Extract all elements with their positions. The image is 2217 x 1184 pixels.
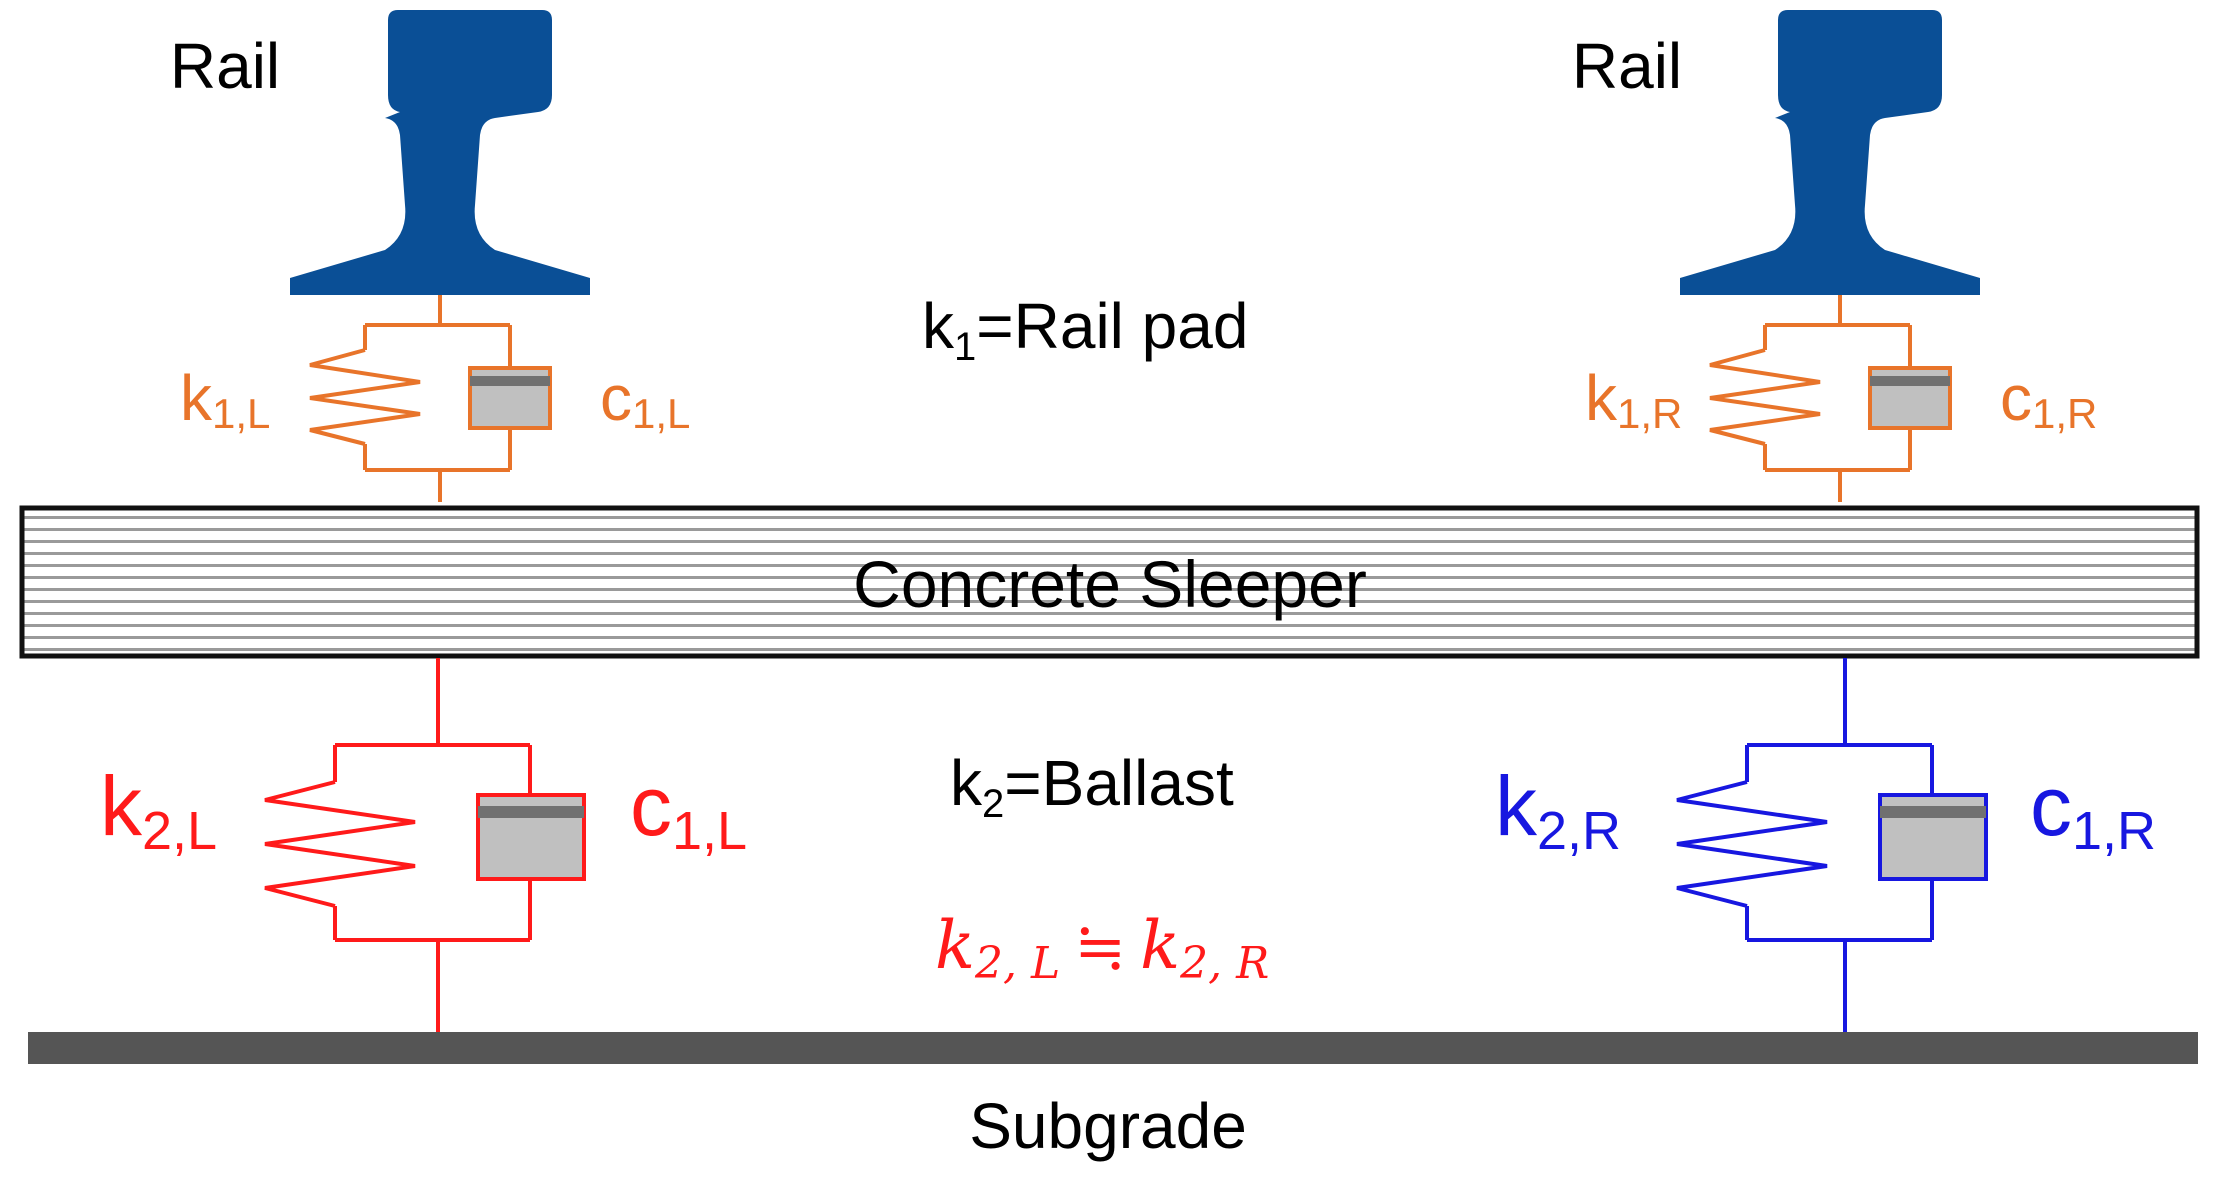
c2-left-label: c1,L [630, 759, 747, 861]
c1-right-label: c1,R [2000, 362, 2097, 437]
damper-c1-left-icon [468, 366, 552, 430]
rail-pad-left [309, 295, 552, 502]
sleeper-label: Concrete Sleeper [853, 547, 1367, 621]
damper-c1-right-icon [1868, 366, 1952, 430]
ballast-right [1676, 658, 1988, 1032]
k2-left-label: k2,L [100, 759, 217, 861]
spring-k1-right-icon [1709, 348, 1821, 446]
rail-right-label: Rail [1572, 30, 1682, 102]
k2-right-label: k2,R [1495, 759, 1621, 861]
damper-c2-right-icon [1878, 793, 1988, 881]
subgrade-bar [28, 1032, 2198, 1064]
rail-pad-right [1709, 295, 1952, 502]
stiffness-equation: k2, L≒k2, R [935, 907, 1269, 989]
spring-k1-left-icon [309, 348, 421, 446]
spring-k2-right-icon [1676, 780, 1828, 908]
rail-pad-legend: k1=Rail pad [922, 290, 1248, 369]
subgrade-label: Subgrade [969, 1090, 1247, 1162]
rail-right-icon [1680, 10, 1980, 295]
rail-left-label: Rail [170, 30, 280, 102]
c2-right-label: c1,R [2030, 759, 2156, 861]
rail-left-icon [290, 10, 590, 295]
k1-left-label: k1,L [180, 362, 270, 437]
ballast-legend: k2=Ballast [950, 747, 1234, 826]
c1-left-label: c1,L [600, 362, 690, 437]
concrete-sleeper [19, 505, 2200, 659]
damper-c2-left-icon [476, 793, 586, 881]
k1-right-label: k1,R [1585, 362, 1682, 437]
ballast-left [264, 658, 586, 1032]
spring-k2-left-icon [264, 780, 416, 908]
